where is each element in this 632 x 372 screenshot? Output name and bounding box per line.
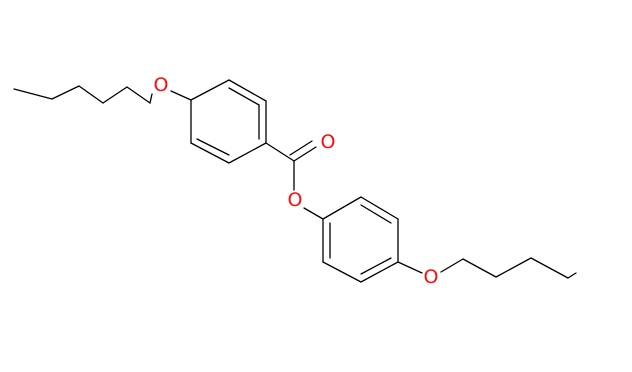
bond — [102, 86, 128, 104]
bond — [360, 196, 399, 220]
left-ether-oxygen-label: O — [154, 74, 169, 96]
bond — [228, 87, 260, 106]
ester-oxygen-label: O — [288, 189, 303, 211]
bond — [322, 261, 362, 283]
left-pentyl-chain — [13, 85, 153, 104]
bond — [149, 93, 153, 104]
bond — [293, 146, 317, 162]
bond — [228, 142, 267, 164]
upper-benzene-ring — [190, 79, 267, 164]
right-pentyl-chain — [440, 257, 577, 279]
bond — [13, 88, 53, 100]
bond — [495, 257, 532, 278]
bond — [303, 207, 324, 220]
right-ether-oxygen-label: O — [424, 266, 439, 288]
bond — [322, 196, 362, 220]
bond — [190, 142, 230, 164]
bond — [462, 258, 497, 278]
bond — [530, 257, 569, 279]
bond — [440, 258, 464, 273]
bond — [265, 142, 295, 162]
lower-benzene-ring — [322, 196, 399, 283]
bond — [397, 261, 423, 274]
bond — [228, 79, 267, 102]
bond — [360, 261, 399, 283]
bond — [360, 204, 392, 224]
bond — [170, 90, 192, 101]
bond — [360, 257, 392, 275]
bond — [190, 79, 230, 101]
bond — [567, 272, 577, 279]
bond — [289, 140, 313, 156]
ester-group — [265, 140, 324, 220]
bond — [126, 86, 151, 104]
carbonyl-oxygen-label: O — [321, 131, 336, 153]
bond — [78, 85, 104, 104]
bond — [196, 138, 230, 156]
bond — [51, 85, 80, 100]
